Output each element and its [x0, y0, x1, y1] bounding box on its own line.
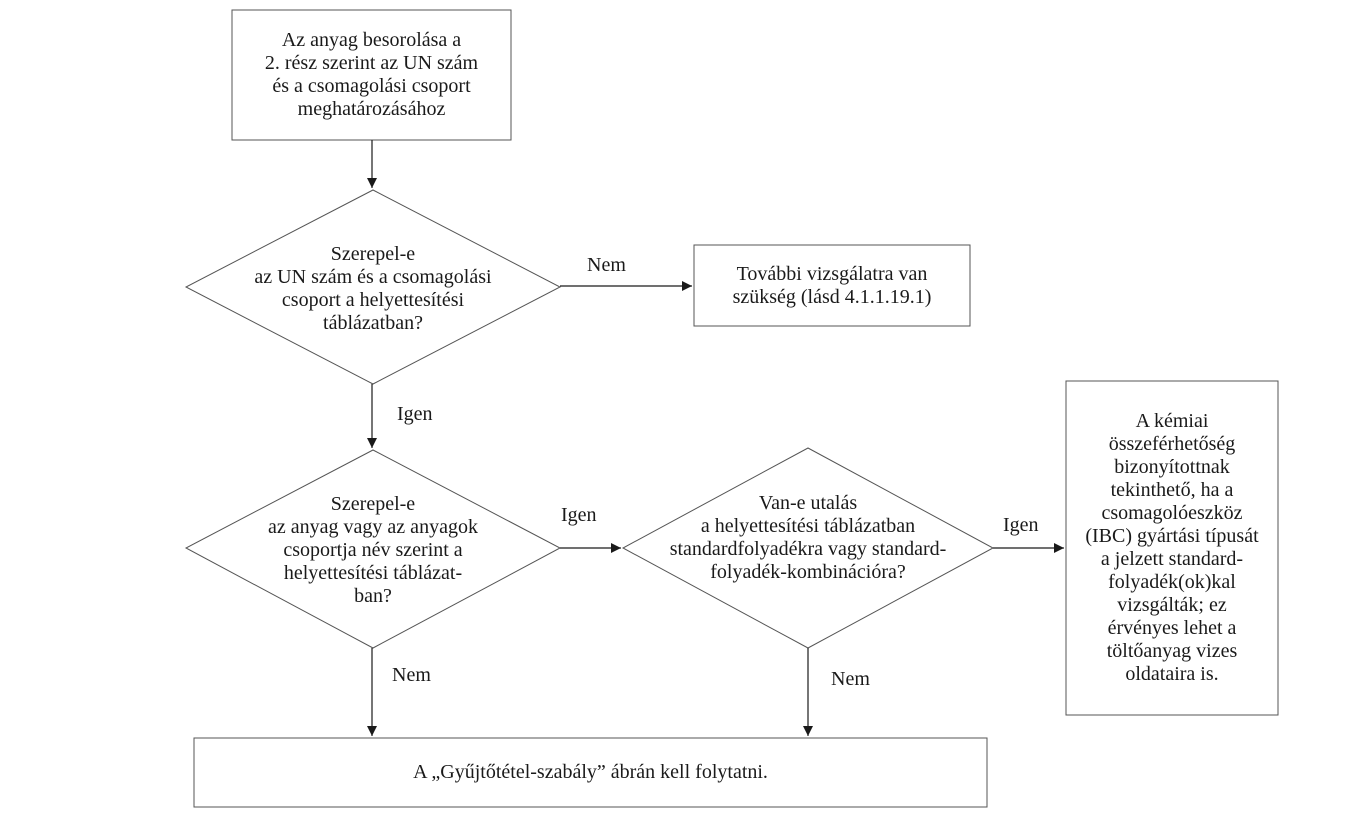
start-line: Az anyag besorolása a — [281, 29, 462, 51]
q2-line: az anyag vagy az anyagok — [268, 515, 478, 538]
start-line: 2. rész szerint az UN szám — [264, 52, 479, 74]
q1-line: az UN szám és a csomagolási — [254, 266, 492, 288]
q2-line: csoportja név szerint a — [283, 538, 463, 561]
collective-text: A „Gyűjtőtétel-szabály” ábrán kell folyt… — [194, 738, 987, 807]
label-q2-no: Nem — [392, 664, 431, 686]
chem-line: oldataira is. — [1125, 663, 1219, 685]
q3-text: Van-e utalás a helyettesítési táblázatba… — [623, 488, 993, 588]
q2-line: helyettesítési táblázat- — [283, 561, 463, 584]
further-line: További vizsgálatra van — [736, 262, 928, 285]
q1-diamond — [184, 189, 562, 385]
q3-line: a helyettesítési táblázatban — [700, 515, 916, 537]
label-q3-yes: Igen — [1003, 514, 1039, 536]
chem-line: (IBC) gyártási típusát — [1085, 525, 1259, 547]
q1-line: csoport a helyettesítési — [281, 289, 465, 311]
chem-box — [1065, 380, 1279, 716]
chem-line: csomagolóeszköz — [1101, 502, 1243, 524]
q3-line: Van-e utalás — [758, 492, 858, 514]
q3-line: folyadék-kombinációra? — [710, 561, 906, 583]
start-text: Az anyag besorolása a 2. rész szerint az… — [232, 10, 511, 140]
chem-line: tekinthető, ha a — [1110, 479, 1234, 501]
further-text: További vizsgálatra van szükség (lásd 4.… — [694, 245, 970, 326]
chem-line: vizsgálták; ez — [1117, 594, 1227, 616]
start-line: és a csomagolási csoport — [272, 75, 471, 97]
chem-line: töltőanyag vizes — [1106, 640, 1238, 662]
chem-line: a jelzett standard- — [1100, 548, 1244, 570]
label-q2-yes: Igen — [561, 504, 597, 526]
q2-text: Szerepel-e az anyag vagy az anyagok csop… — [186, 488, 560, 612]
chem-text: A kémiai összeférhetőség bizonyítottnak … — [1066, 381, 1278, 715]
further-box — [693, 244, 971, 327]
chem-line: A kémiai — [1135, 410, 1209, 432]
further-line: szükség (lásd 4.1.1.19.1) — [732, 285, 932, 308]
q3-line: standardfolyadékra vagy standard- — [669, 538, 947, 560]
start-line: meghatározásához — [297, 98, 446, 120]
collective-box — [193, 737, 988, 808]
chem-line: bizonyítottnak — [1114, 456, 1230, 478]
chem-line: érvényes lehet a — [1107, 617, 1237, 639]
q1-line: Szerepel-e — [330, 243, 416, 265]
chem-line: folyadék(ok)kal — [1108, 571, 1236, 593]
q2-line: Szerepel-e — [330, 492, 416, 515]
label-q3-no: Nem — [831, 668, 870, 690]
q1-line: táblázatban? — [323, 312, 423, 334]
q1-text: Szerepel-e az UN szám és a csomagolási c… — [186, 240, 560, 338]
q2-line: ban? — [354, 584, 392, 607]
chem-line: összeférhetőség — [1108, 433, 1236, 455]
q2-diamond — [184, 449, 562, 649]
collective-line: A „Gyűjtőtétel-szabály” ábrán kell folyt… — [413, 761, 768, 783]
label-q1-yes: Igen — [397, 403, 433, 425]
label-q1-no: Nem — [587, 254, 626, 276]
